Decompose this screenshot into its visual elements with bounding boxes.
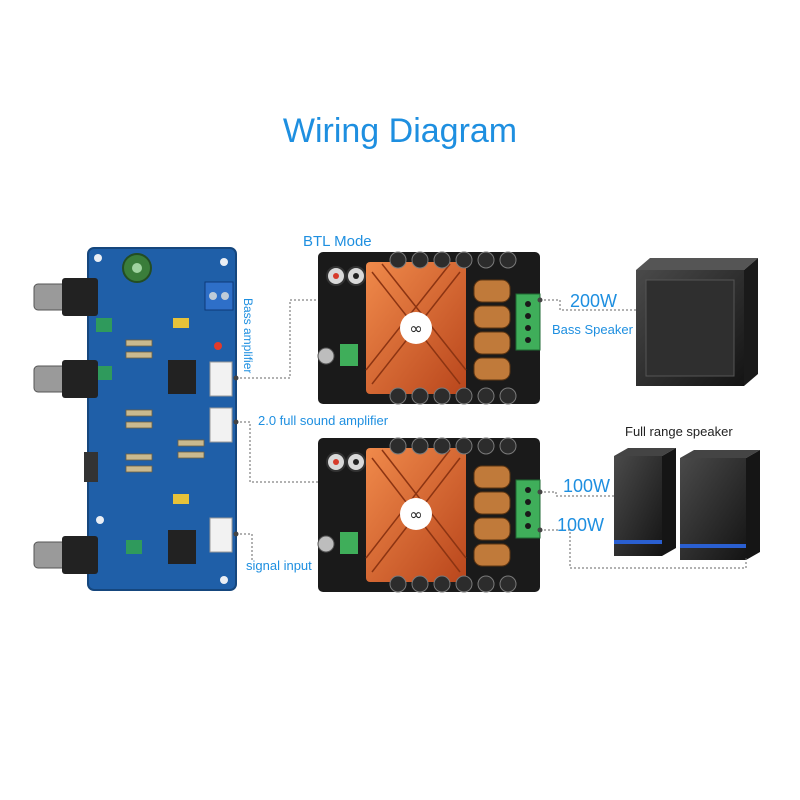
bass-speaker-label: Bass Speaker [552, 322, 633, 337]
diagram-title: Wiring Diagram [282, 112, 518, 150]
volume-knob-bottom [33, 536, 98, 574]
svg-text:∞: ∞ [409, 505, 422, 524]
signal-input-label: signal input [246, 558, 312, 573]
full-range-speaker-label: Full range speaker [625, 424, 733, 439]
full-range-speakers-image [614, 448, 760, 560]
wiring-lines [236, 299, 747, 569]
bass-speaker-image [636, 258, 758, 386]
svg-text:∞: ∞ [409, 319, 422, 338]
full-sound-amplifier-label: 2.0 full sound amplifier [258, 413, 389, 428]
amplifier-board-top: ∞ [317, 251, 541, 405]
power-100w-right-label: 100W [557, 515, 605, 535]
power-200w-label: 200W [570, 291, 618, 311]
tone-control-board [84, 247, 237, 591]
amplifier-board-bottom: ∞ [317, 437, 541, 593]
btl-mode-label: BTL Mode [303, 233, 372, 250]
volume-knob-middle [33, 360, 98, 398]
volume-knob-top [33, 278, 98, 316]
bass-amplifier-label: Bass amplifier [241, 298, 255, 374]
power-100w-left-label: 100W [563, 476, 611, 496]
wiring-dots [233, 297, 543, 537]
